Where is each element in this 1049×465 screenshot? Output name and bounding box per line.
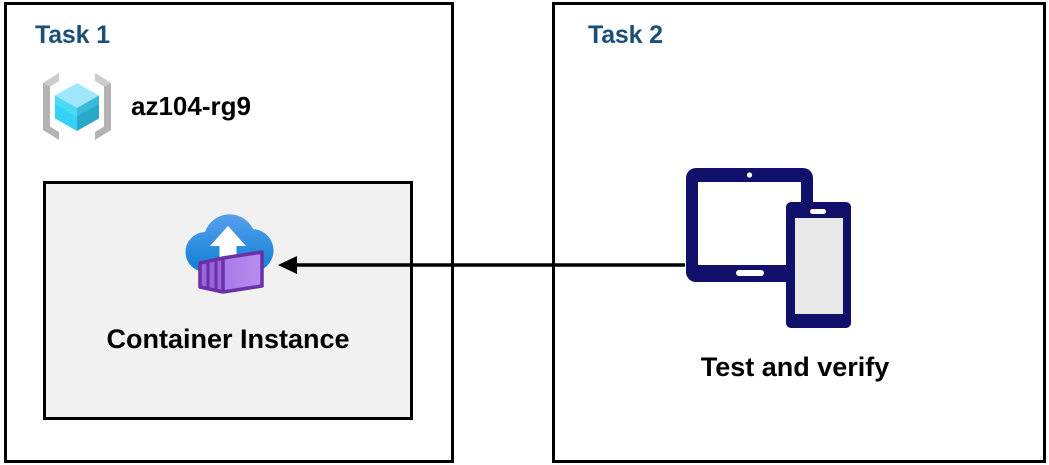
azure-resource-group-icon — [37, 69, 117, 144]
container-instance-label: Container Instance — [106, 324, 350, 354]
arrow-task2-to-container-instance — [270, 248, 685, 284]
test-and-verify-label: Test and verify — [700, 352, 890, 382]
panel-task-1: Task 1 — [4, 2, 454, 463]
azure-container-instance-icon — [176, 202, 280, 297]
panel-task-2-title: Task 2 — [588, 21, 663, 49]
container-instance-card: Container Instance — [43, 181, 413, 420]
panel-task-1-title: Task 1 — [35, 21, 110, 49]
resource-group-row: az104-rg9 — [37, 67, 317, 145]
resource-group-label: az104-rg9 — [131, 90, 251, 121]
tablet-and-phone-icon — [682, 163, 868, 333]
